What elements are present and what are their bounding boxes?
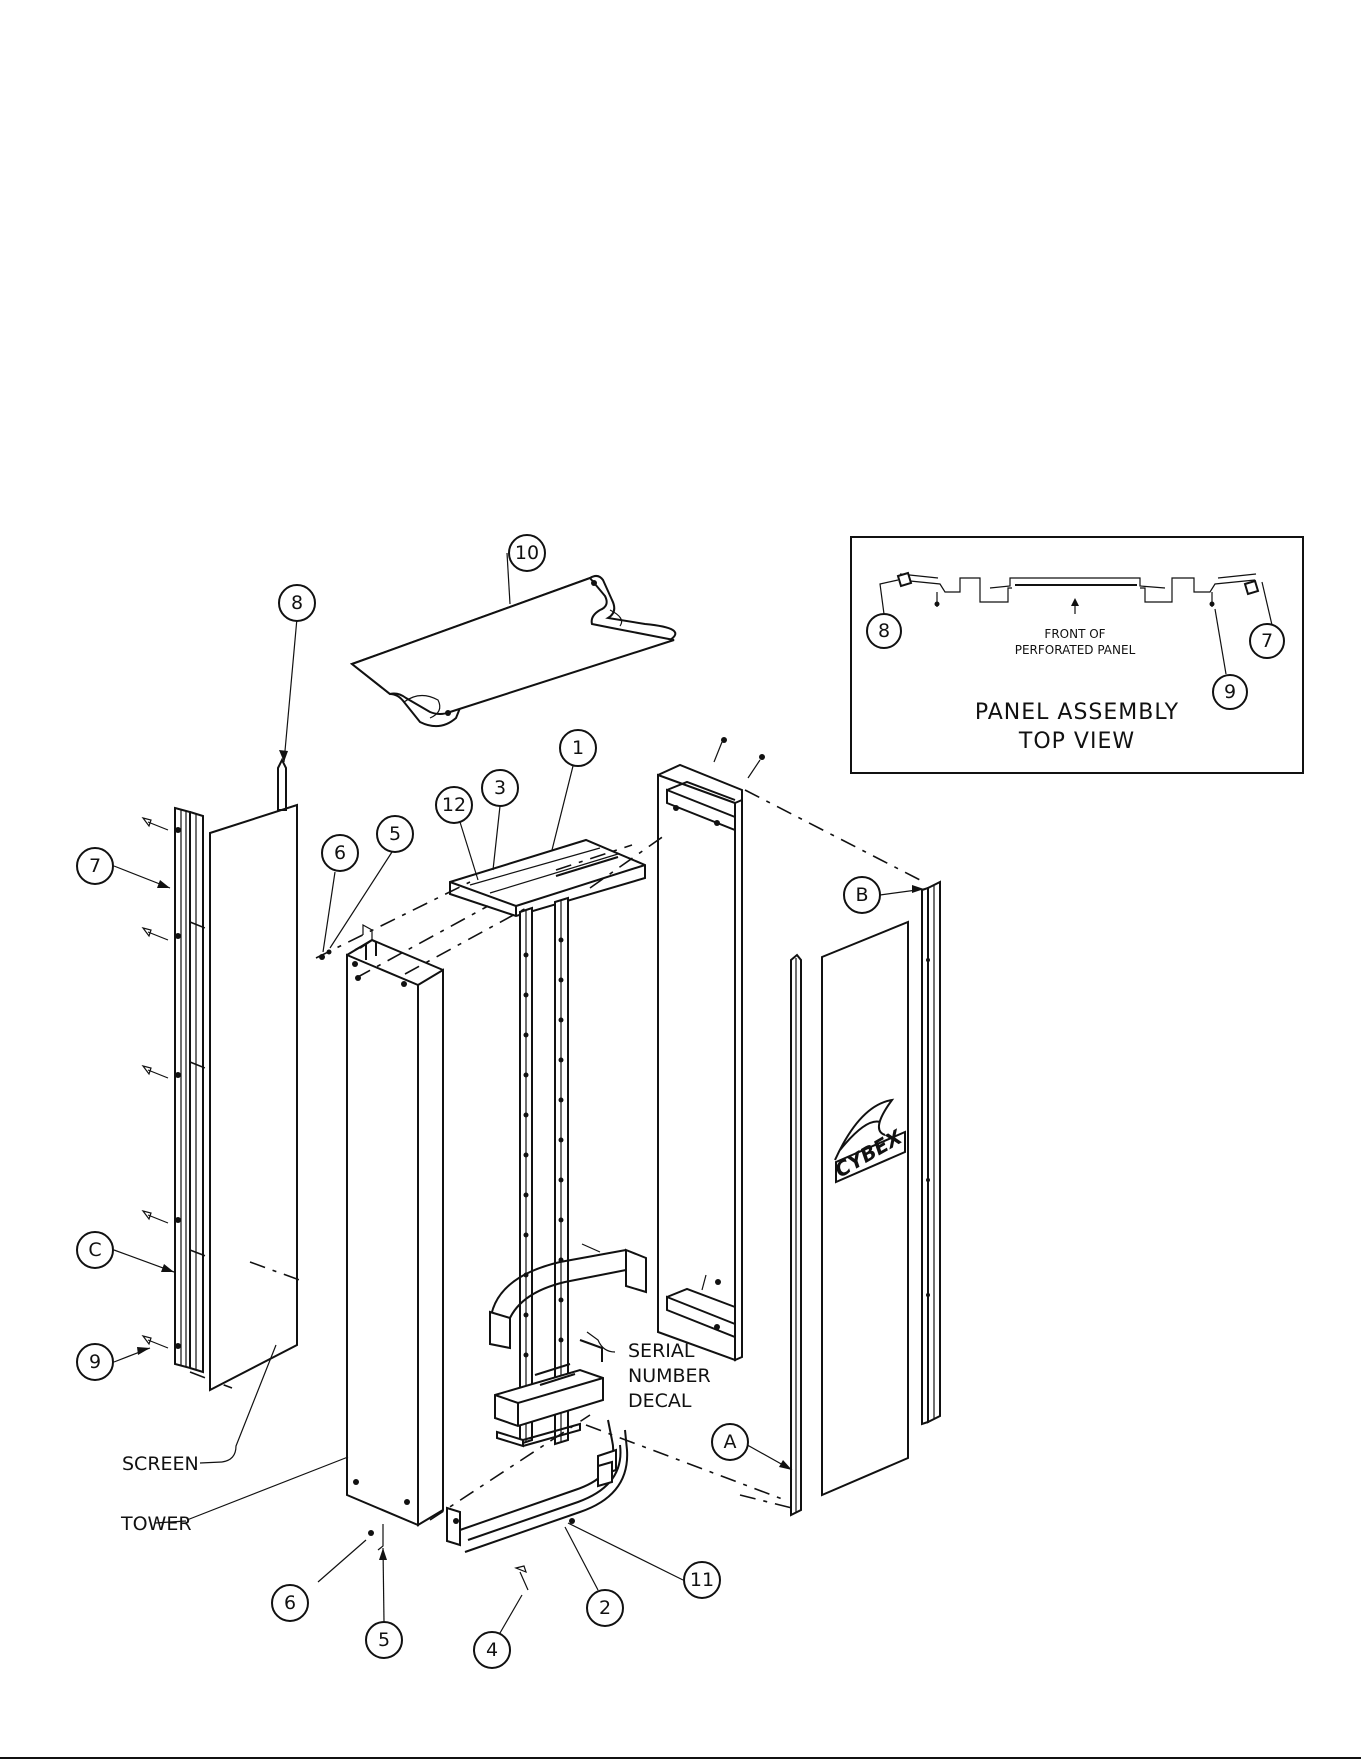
svg-text:7: 7	[89, 855, 101, 877]
svg-text:4: 4	[486, 1639, 498, 1661]
balloon-2: 2	[587, 1590, 623, 1626]
svg-text:11: 11	[690, 1569, 714, 1591]
front-logo-panel: CYBEX	[822, 922, 908, 1495]
label-serial: SERIAL	[628, 1340, 695, 1362]
svg-text:8: 8	[291, 592, 303, 614]
inset-panel-assembly-top-view: FRONT OF PERFORATED PANEL PANEL ASSEMBLY…	[851, 537, 1303, 773]
svg-text:9: 9	[89, 1351, 101, 1373]
center-frame	[450, 840, 646, 1446]
balloon-3: 3	[482, 770, 518, 806]
svg-text:A: A	[724, 1431, 737, 1453]
svg-text:6: 6	[284, 1592, 296, 1614]
balloon-6-bottom: 6	[272, 1585, 308, 1621]
svg-text:1: 1	[572, 737, 584, 759]
balloon-12: 12	[436, 787, 472, 823]
balloon-7: 7	[77, 848, 113, 884]
hardware-6-5-top	[319, 950, 332, 961]
svg-text:5: 5	[389, 823, 401, 845]
label-screen: SCREEN	[122, 1453, 199, 1475]
balloon-8: 8	[279, 585, 315, 621]
svg-text:3: 3	[494, 777, 506, 799]
svg-text:6: 6	[334, 842, 346, 864]
label-tower: TOWER	[120, 1513, 192, 1535]
inset-title-1: PANEL ASSEMBLY	[975, 700, 1179, 725]
inset-balloon-9: 9	[1213, 675, 1247, 709]
svg-text:B: B	[855, 884, 868, 906]
balloon-9: 9	[77, 1344, 113, 1380]
side-strip-b	[922, 882, 940, 1424]
label-number: NUMBER	[628, 1365, 711, 1387]
balloon-10: 10	[509, 535, 545, 571]
top-plate	[352, 576, 675, 726]
inset-balloon-7: 7	[1250, 624, 1284, 658]
tower	[347, 925, 443, 1525]
side-strip-a	[791, 955, 801, 1515]
svg-text:2: 2	[599, 1597, 611, 1619]
left-side-panel	[175, 808, 203, 1372]
inset-front-of: FRONT OF	[1044, 627, 1105, 641]
inset-perforated-panel: PERFORATED PANEL	[1015, 643, 1136, 657]
svg-text:9: 9	[1224, 681, 1236, 703]
inset-balloon-8: 8	[867, 614, 901, 648]
balloon-1: 1	[560, 730, 596, 766]
svg-text:12: 12	[442, 794, 466, 816]
svg-text:10: 10	[515, 542, 539, 564]
balloon-5-bottom: 5	[366, 1622, 402, 1658]
balloon-11: 11	[684, 1562, 720, 1598]
svg-text:5: 5	[378, 1629, 390, 1651]
svg-text:C: C	[88, 1239, 101, 1261]
balloon-6: 6	[322, 835, 358, 871]
inset-title-2: TOP VIEW	[1018, 729, 1135, 754]
screen-panel	[210, 760, 297, 1390]
balloon-b: B	[844, 877, 880, 913]
balloon-4: 4	[474, 1632, 510, 1668]
balloon-5: 5	[377, 816, 413, 852]
right-channel-frame	[658, 737, 765, 1360]
svg-text:8: 8	[878, 620, 890, 642]
balloon-a: A	[712, 1424, 748, 1460]
balloon-c: C	[77, 1232, 113, 1268]
label-decal: DECAL	[628, 1390, 692, 1412]
svg-text:7: 7	[1261, 630, 1273, 652]
